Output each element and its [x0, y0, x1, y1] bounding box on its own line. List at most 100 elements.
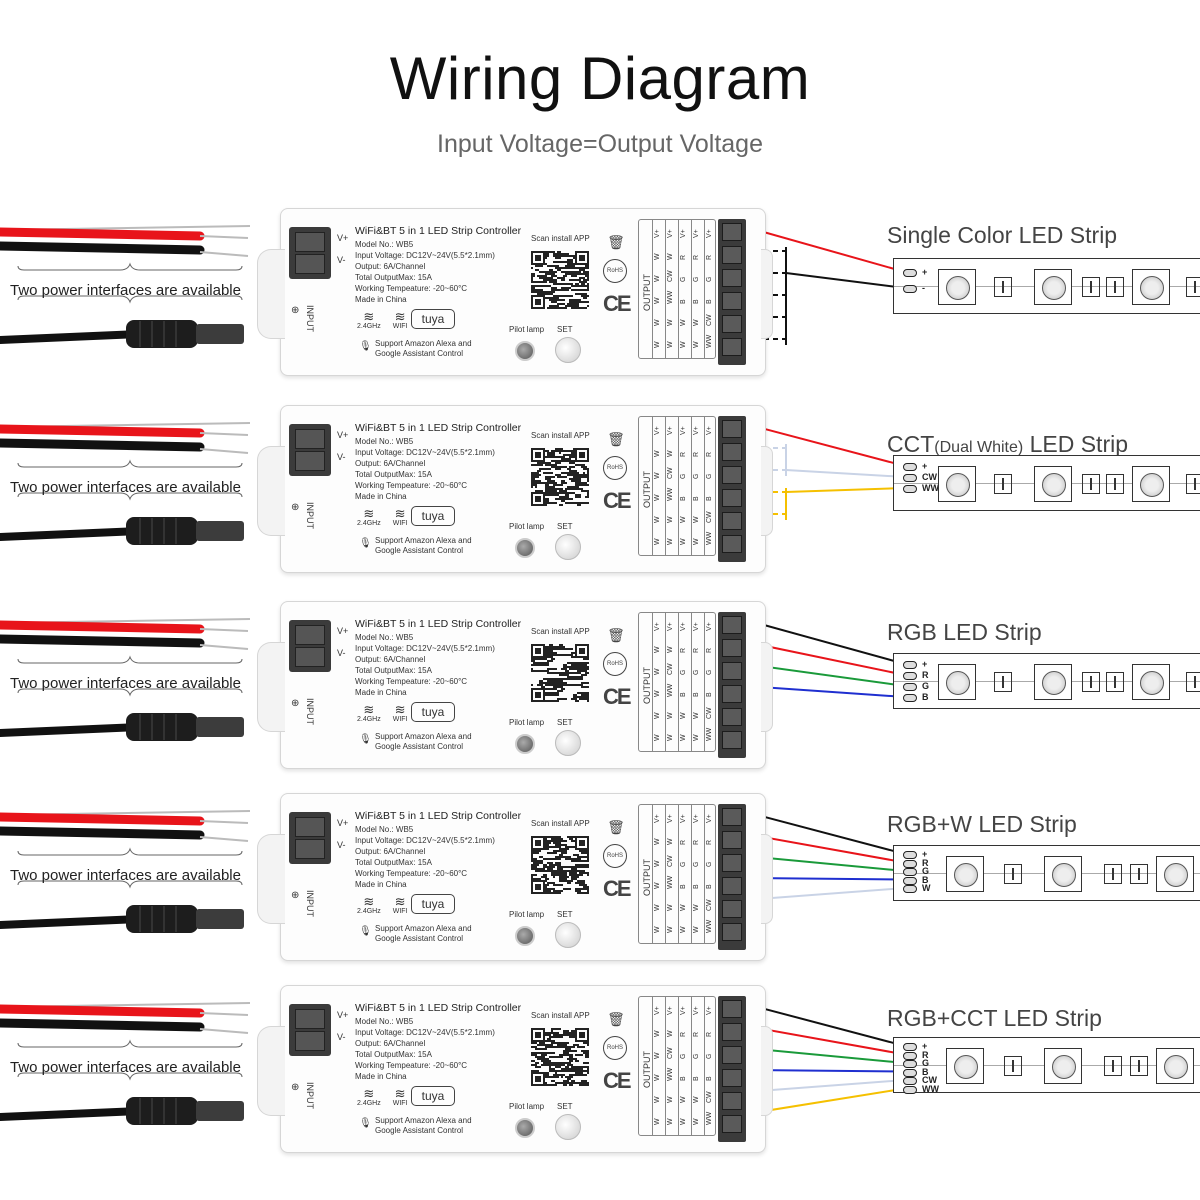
terminal-slot — [722, 466, 742, 484]
solder-pad — [903, 683, 917, 691]
set-button[interactable] — [555, 1114, 581, 1140]
terminal-slot — [722, 854, 742, 872]
terminal-slot — [722, 1092, 742, 1110]
black-wire-tip — [199, 448, 249, 454]
table-cell: W — [680, 319, 687, 326]
table-cell: W — [680, 926, 687, 933]
wifi-icon: ≋ — [363, 1086, 375, 1101]
table-cell: WW — [706, 531, 713, 545]
qr-code-icon[interactable] — [531, 1028, 589, 1086]
pad-label: + — [922, 267, 928, 277]
weee-bin-icon: 🗑 — [607, 627, 625, 643]
red-power-wire — [0, 1004, 205, 1018]
mounting-ear-right — [761, 249, 773, 339]
resistor — [1104, 1056, 1122, 1076]
input-terminal — [289, 1004, 331, 1056]
output-label: OUTPUT — [642, 274, 652, 311]
resistor — [1186, 277, 1200, 297]
pilot-lamp-label: Pilot lamp — [509, 325, 545, 334]
v-minus-label: V- — [337, 1032, 346, 1042]
terminal-slot — [295, 817, 325, 837]
terminal-slot — [722, 1069, 742, 1087]
wifi-badge: ≋2.4GHz — [357, 310, 381, 330]
rohs-mark: RoHS — [603, 1036, 627, 1060]
wifi-text: 2.4GHz — [357, 323, 381, 330]
qr-code-icon[interactable] — [531, 251, 589, 309]
output-label: OUTPUT — [642, 667, 652, 704]
weee-bin-icon: 🗑 — [607, 431, 625, 447]
table-cell: W — [680, 1096, 687, 1103]
wifi-icon: ≋ — [394, 506, 406, 521]
table-cell: WW — [667, 683, 674, 697]
pad-label: G — [922, 866, 930, 876]
qr-code-icon[interactable] — [531, 644, 589, 702]
rohs-mark: RoHS — [603, 844, 627, 868]
set-label: SET — [557, 910, 573, 919]
table-cell: W — [654, 538, 661, 545]
brace-top — [17, 1039, 243, 1048]
set-button[interactable] — [555, 534, 581, 560]
power-interface-label: Two power interfaces are available — [10, 1059, 241, 1076]
table-cell: W — [654, 1074, 661, 1081]
pad-label: - — [922, 283, 925, 293]
qr-code-icon[interactable] — [531, 448, 589, 506]
yellow-output-wire — [785, 487, 906, 493]
table-cell: G — [680, 276, 687, 282]
brace-bottom — [17, 295, 243, 304]
wifi-icon: ≋ — [394, 894, 406, 909]
solder-pad — [903, 269, 917, 277]
brace-top — [17, 655, 243, 664]
pad-label: G — [922, 681, 930, 691]
alexa-line-1: Support Amazon Alexa and — [375, 1116, 472, 1125]
solder-pad — [903, 1043, 917, 1051]
table-cell: B — [680, 496, 687, 501]
terminal-slot — [722, 1000, 742, 1018]
spec-model: Model No.: WB5 — [355, 437, 414, 446]
spec-output: Output: 6A/Channel — [355, 655, 426, 664]
set-button[interactable] — [555, 922, 581, 948]
tuya-logo: tuya — [411, 506, 455, 526]
tuya-logo: tuya — [411, 702, 455, 722]
terminal-slot — [722, 223, 742, 241]
black-power-wire — [0, 241, 205, 255]
set-button[interactable] — [555, 337, 581, 363]
qr-code-icon[interactable] — [531, 836, 589, 894]
strip-title: RGB LED Strip — [887, 619, 1042, 646]
table-cell: W — [693, 712, 700, 719]
terminal-slot — [722, 1115, 742, 1133]
output-terminal — [718, 612, 746, 758]
dc-plug-barrel — [196, 1101, 244, 1121]
table-cell: G — [706, 861, 713, 867]
mounting-ear-right — [761, 642, 773, 732]
table-cell: B — [693, 1076, 700, 1081]
table-cell: WW — [706, 727, 713, 741]
strip-title-main: CCT — [887, 431, 935, 457]
set-label: SET — [557, 325, 573, 334]
pilot-lamp — [515, 734, 535, 754]
table-cell: B — [680, 299, 687, 304]
spec-total-output: Total OutputMax: 15A — [355, 1050, 432, 1059]
dc-cable — [0, 1107, 144, 1121]
terminal-slot — [722, 420, 742, 438]
terminal-slot — [722, 1023, 742, 1041]
solder-pad — [903, 285, 917, 293]
set-button[interactable] — [555, 730, 581, 756]
table-cell: B — [706, 884, 713, 889]
resistor — [1130, 864, 1148, 884]
pad-label: G — [922, 1058, 930, 1068]
brace-bottom — [17, 688, 243, 697]
white_wire-output-wire — [785, 469, 906, 478]
spec-made-in: Made in China — [355, 688, 407, 697]
table-cell: WW — [667, 487, 674, 501]
red-power-wire — [0, 424, 205, 438]
mounting-ear-left — [257, 642, 285, 732]
table-cell: G — [680, 669, 687, 675]
